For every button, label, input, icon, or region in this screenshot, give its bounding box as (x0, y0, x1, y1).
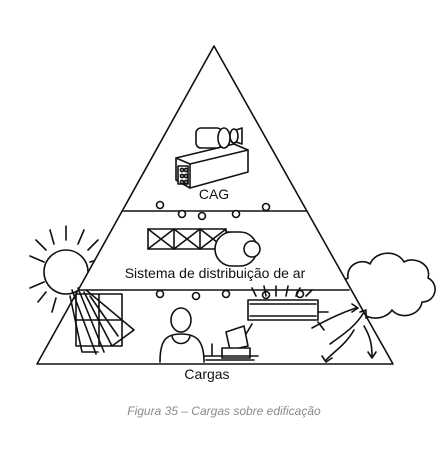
occupant-person-icon (159, 307, 205, 363)
level-label-cag: CAG (199, 186, 229, 202)
pipe-connectors-upper (155, 200, 271, 221)
figure-caption: Figura 35 – Cargas sobre edificação (127, 404, 321, 418)
window-solar-gain-icon (69, 287, 135, 355)
air-handling-unit-icon (147, 228, 261, 267)
lighting-fixture-icon (245, 285, 329, 335)
level-label-loads: Cargas (184, 366, 229, 382)
pyramid-outline (36, 45, 394, 365)
wind-infiltration-arrows-icon (311, 303, 377, 363)
level-label-air-distribution: Sistema de distribuição de ar (125, 265, 306, 281)
computer-equipment-icon (203, 325, 259, 361)
chiller-unit-icon (175, 127, 249, 189)
